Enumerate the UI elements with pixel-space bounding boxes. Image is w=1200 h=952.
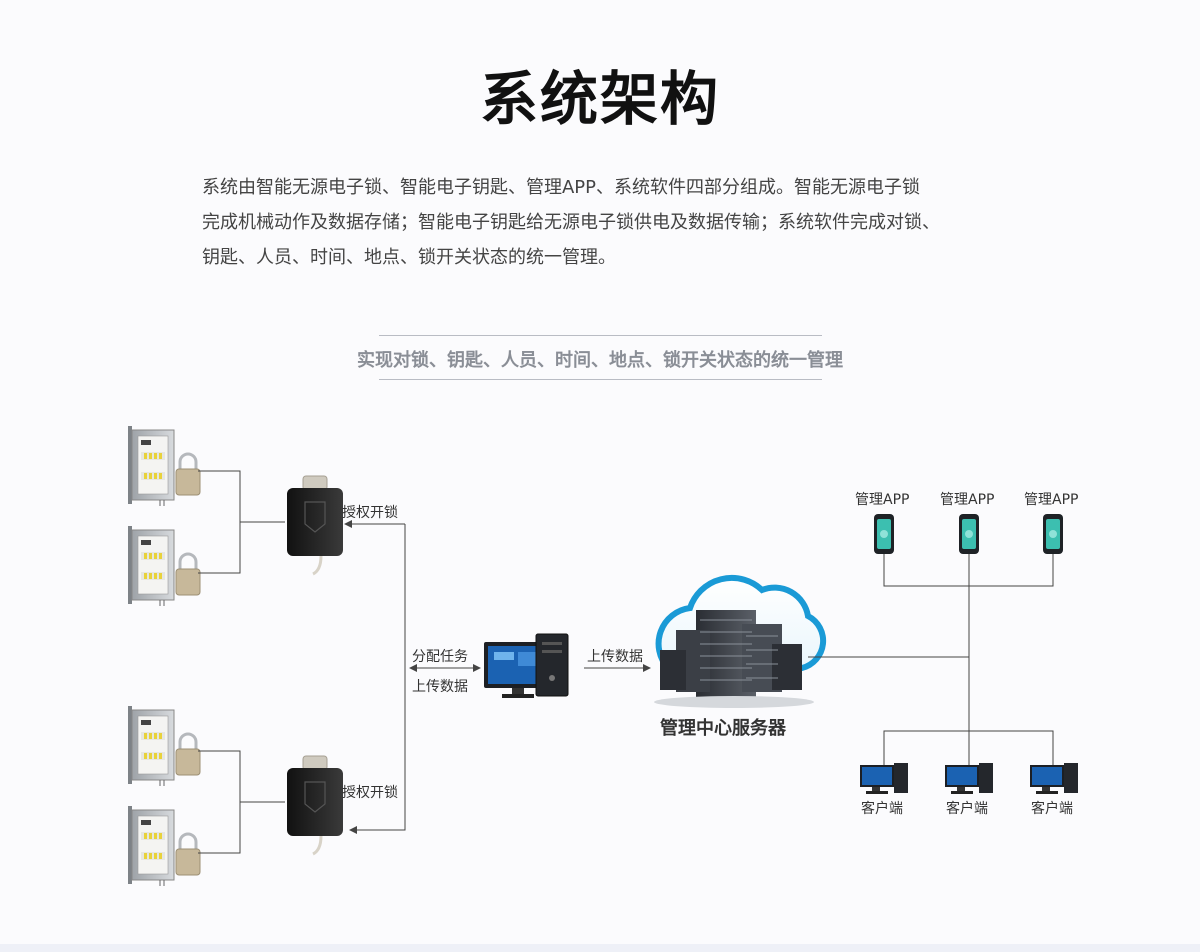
page-title: 系统架构 — [479, 65, 720, 133]
smart-key-top — [287, 475, 343, 576]
bottom-strip — [0, 944, 1200, 952]
app-label-3: 管理APP — [1024, 492, 1079, 508]
app-label-2: 管理APP — [940, 492, 995, 508]
client-label-2: 客户端 — [946, 801, 988, 817]
intro-paragraph: 系统由智能无源电子锁、智能电子钥匙、管理APP、系统软件四部分组成。智能无源电子… — [202, 170, 1022, 275]
assign-task-label: 分配任务 — [412, 649, 468, 665]
subtitle-top-rule — [379, 335, 822, 336]
server-network-connectors — [808, 553, 1054, 765]
cloud-server-icon — [654, 574, 827, 708]
subtitle-bottom-rule — [379, 379, 822, 380]
lock-key-connectors — [198, 470, 285, 854]
upload-data-label-right: 上传数据 — [587, 649, 643, 665]
client-label-3: 客户端 — [1031, 801, 1073, 817]
key-label-bottom: 授权开锁 — [342, 785, 398, 801]
cabinet-lock-1 — [128, 426, 201, 506]
app-label-1: 管理APP — [855, 492, 910, 508]
intro-line: 钥匙、人员、时间、地点、锁开关状态的统一管理。 — [202, 247, 616, 268]
key-label-top: 授权开锁 — [342, 505, 398, 521]
desktop-computer — [484, 633, 569, 698]
intro-line: 完成机械动作及数据存储；智能电子钥匙给无源电子锁供电及数据传输；系统软件完成对锁… — [202, 212, 940, 233]
upload-data-label-left: 上传数据 — [412, 679, 468, 695]
client-label-1: 客户端 — [861, 801, 903, 817]
smart-key-bottom — [287, 755, 343, 856]
intro-line: 系统由智能无源电子锁、智能电子钥匙、管理APP、系统软件四部分组成。智能无源电子… — [202, 177, 921, 198]
subtitle: 实现对锁、钥匙、人员、时间、地点、锁开关状态的统一管理 — [357, 350, 843, 371]
phone-icon-1 — [874, 514, 894, 554]
client-computer-icon-1 — [860, 763, 908, 794]
server-label: 管理中心服务器 — [660, 718, 786, 739]
key-pc-connectors — [344, 520, 481, 834]
phone-icon-3 — [1043, 514, 1063, 554]
cabinet-lock-2 — [128, 526, 201, 606]
client-computer-icon-2 — [945, 763, 993, 794]
cabinet-lock-3 — [128, 706, 201, 786]
cabinet-lock-4 — [128, 806, 201, 886]
phone-icon-2 — [959, 514, 979, 554]
client-computer-icon-3 — [1030, 763, 1078, 794]
